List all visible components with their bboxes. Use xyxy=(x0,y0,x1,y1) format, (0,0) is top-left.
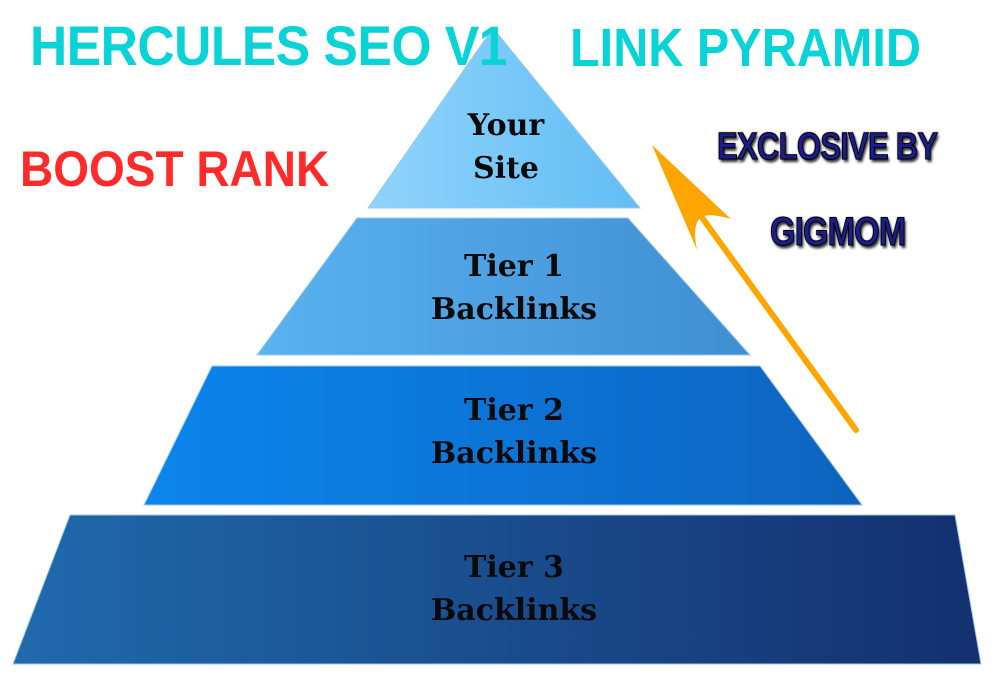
tier-label-line2: Backlinks xyxy=(430,292,598,327)
tier-label-your-site: Your Site xyxy=(468,104,544,190)
badge-line-1: EXCLOSIVE BY xyxy=(717,126,939,169)
pyramid-tier-1 xyxy=(256,217,752,356)
arrow-up-icon xyxy=(652,145,859,433)
page-title: HERCULES SEO V1 xyxy=(30,14,507,77)
tier-label-line1: Tier 3 xyxy=(464,550,564,585)
tagline: BOOST RANK xyxy=(20,141,330,197)
tier-label-line1: Tier 1 xyxy=(464,249,564,284)
pyramid-tier-your-site xyxy=(367,27,642,209)
tier-label-2: Tier 2 Backlinks xyxy=(431,389,597,475)
pyramid-tier-2 xyxy=(143,365,863,506)
tier-label-line1: Your xyxy=(467,108,545,143)
tier-label-3: Tier 3 Backlinks xyxy=(431,546,597,632)
tier-label-line2: Backlinks xyxy=(430,436,598,471)
tier-label-1: Tier 1 Backlinks xyxy=(431,245,597,331)
pyramid-tier-3 xyxy=(12,514,982,665)
badge-line-2: GIGMOM xyxy=(770,210,907,255)
page-subtitle: LINK PYRAMID xyxy=(570,18,921,78)
tier-label-line2: Site xyxy=(472,151,539,186)
tier-label-line1: Tier 2 xyxy=(464,393,564,428)
tier-label-line2: Backlinks xyxy=(430,593,598,628)
